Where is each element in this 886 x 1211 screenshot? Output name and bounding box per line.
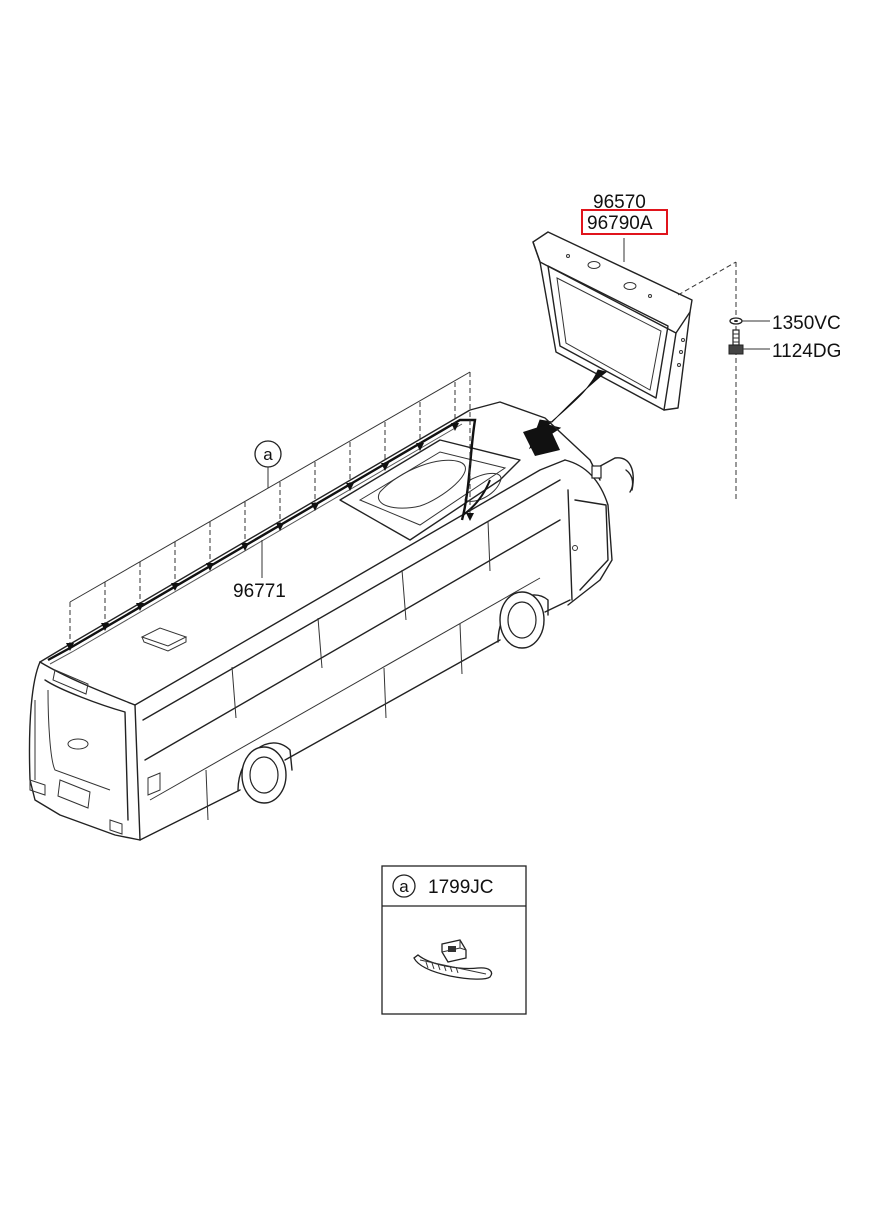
detail-box-a: a 1799JC bbox=[381, 865, 527, 1015]
callout-marker-a[interactable]: a bbox=[254, 440, 282, 488]
callout-marker-a-label: a bbox=[263, 445, 273, 464]
label-1350VC[interactable]: 1350VC bbox=[772, 313, 841, 334]
monitor-assembly[interactable] bbox=[532, 231, 693, 411]
label-1124DG[interactable]: 1124DG bbox=[772, 341, 841, 362]
label-96771[interactable]: 96771 bbox=[233, 581, 286, 602]
highlight-box bbox=[581, 209, 668, 235]
washer-1350VC[interactable] bbox=[729, 317, 770, 325]
harness-clips bbox=[66, 371, 474, 651]
front-wheel bbox=[497, 591, 549, 649]
detail-marker-a: a bbox=[399, 877, 409, 896]
rear-wheel bbox=[237, 742, 293, 804]
bus-body bbox=[28, 401, 634, 841]
bolt-1124DG[interactable] bbox=[728, 329, 770, 355]
label-1799JC[interactable]: 1799JC bbox=[428, 877, 494, 898]
label-96790A[interactable]: 96790A bbox=[587, 213, 653, 234]
label-96570[interactable]: 96570 bbox=[593, 192, 646, 213]
cable-tie-icon bbox=[413, 939, 493, 980]
